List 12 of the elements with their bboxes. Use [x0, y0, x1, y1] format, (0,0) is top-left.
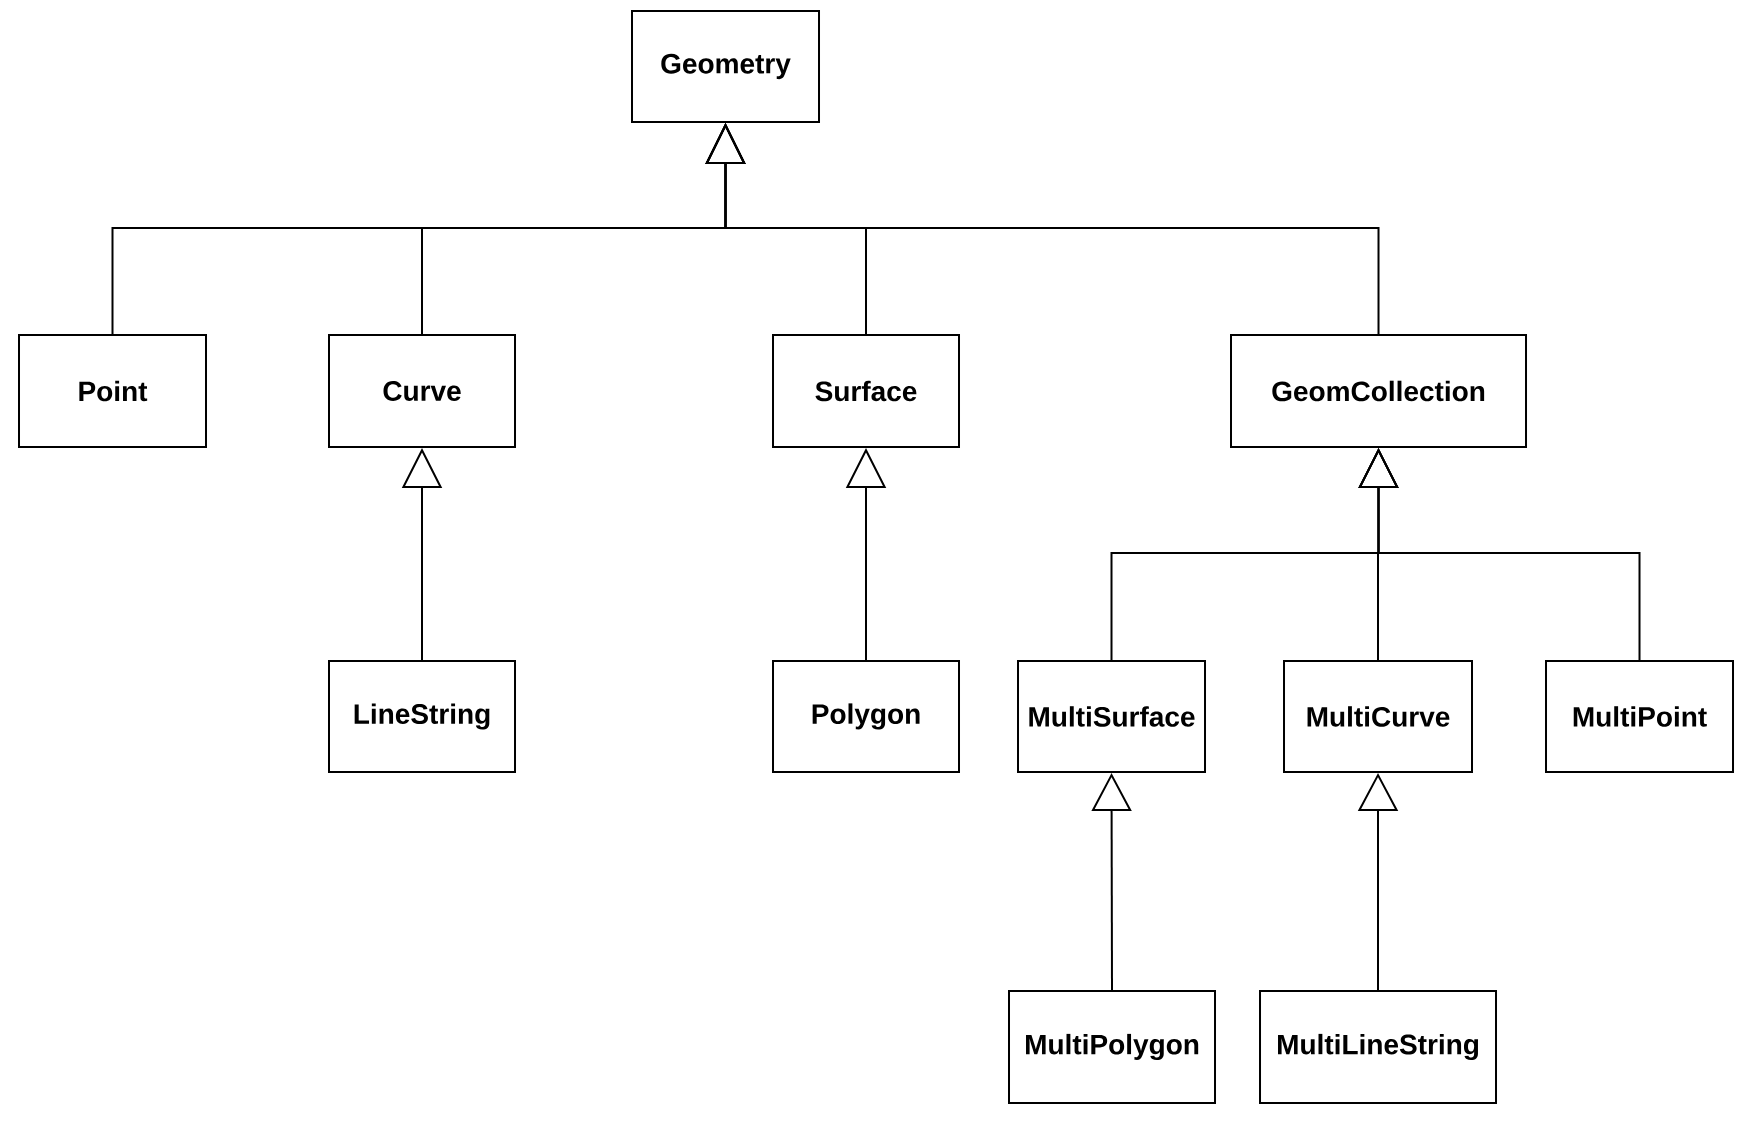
class-box: MultiPolygon: [1008, 990, 1216, 1104]
class-box: MultiSurface: [1017, 660, 1206, 773]
class-box: MultiCurve: [1283, 660, 1473, 773]
class-box: Geometry: [631, 10, 820, 123]
class-box: Curve: [328, 334, 516, 448]
class-box: Polygon: [772, 660, 960, 773]
class-box: LineString: [328, 660, 516, 773]
class-box: Surface: [772, 334, 960, 448]
class-box: Point: [18, 334, 207, 448]
class-box: MultiLineString: [1259, 990, 1497, 1104]
class-box: MultiPoint: [1545, 660, 1734, 773]
class-box: GeomCollection: [1230, 334, 1527, 448]
